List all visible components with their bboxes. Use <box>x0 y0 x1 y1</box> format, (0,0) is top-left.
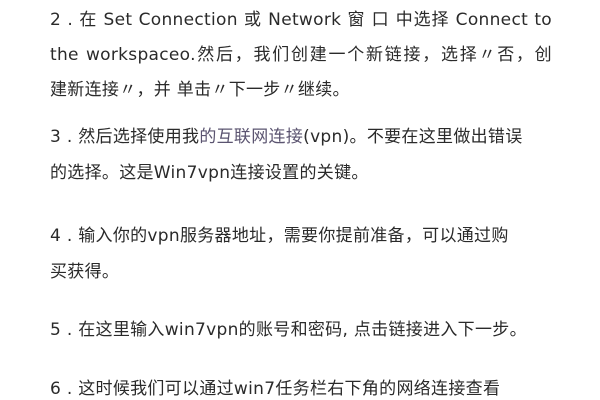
step-2-line-3: 建新连接〃，并 单击〃下一步〃继续。 <box>50 80 350 100</box>
step-3-line-2: 的选择。这是Win7vpn连接设置的关键。 <box>50 163 369 183</box>
step-4-line-1: 4 . 输入你的vpn服务器地址，需要你提前准备，可以通过购 <box>50 226 509 246</box>
step-4-line-2: 买获得。 <box>50 262 120 282</box>
internet-connection-link[interactable]: 的互联网连接 <box>199 127 304 147</box>
step-3-text-after: (vpn)。不要在这里做出错误 <box>303 127 523 147</box>
step-2-line-1: 2 . 在 Set Connection 或 Network 窗 口 中选择 C… <box>50 10 552 30</box>
step-5-line-1: 5 . 在这里输入win7vpn的账号和密码, 点击链接进入下一步。 <box>50 320 527 340</box>
step-3-text-before: 3 . 然后选择使用我 <box>50 127 200 147</box>
step-6-line-1: 6 . 这时候我们可以通过win7任务栏右下角的网络连接查看 <box>50 379 501 399</box>
step-2-line-2: the workspaceo.然后，我们创建一个新链接，选择〃否，创 <box>50 45 552 65</box>
step-3-line-1: 3 . 然后选择使用我的互联网连接(vpn)。不要在这里做出错误 <box>50 126 552 148</box>
